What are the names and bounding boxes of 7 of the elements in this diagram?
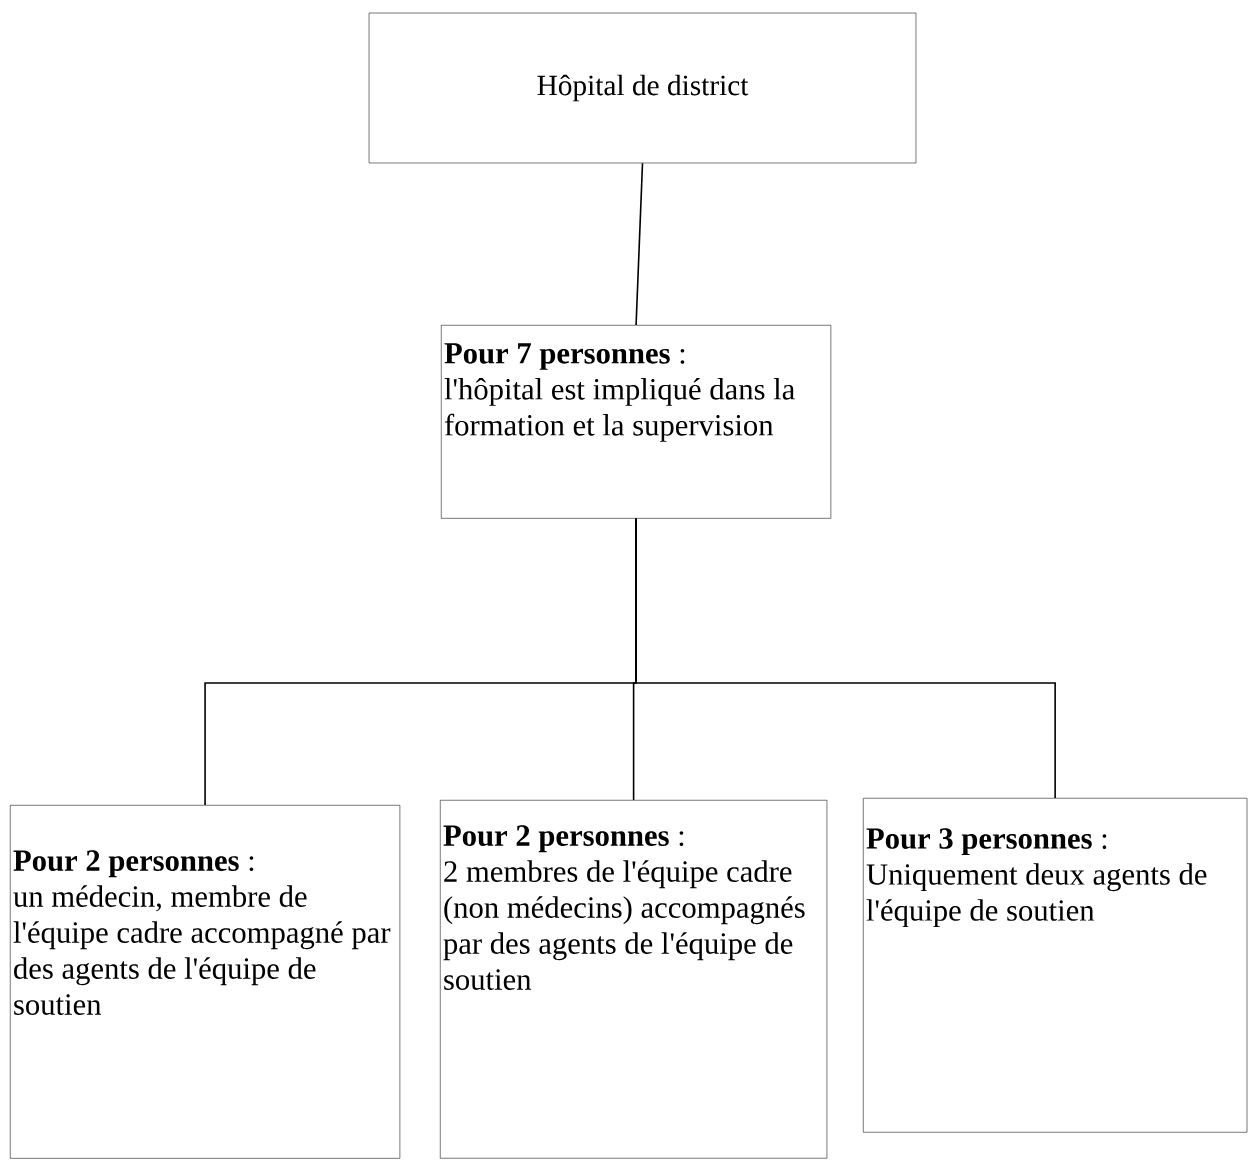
connector-line [635, 162, 644, 326]
text-box: Hôpital de district [368, 12, 917, 164]
text-box: Pour 3 personnes : Uniquement deux agents de l'équipe de soutien [863, 798, 1248, 1133]
text-box: Pour 2 personnes : 2 membres de l'équipe cadre (non médecins) accompagnés par des agents de l'équipe de soutien [440, 800, 828, 1159]
text-box: Pour 2 personnes : un médecin, membre de l'équipe cadre accompagné par des agents de l'équipe de soutien [10, 805, 401, 1159]
connector-line [635, 517, 1056, 799]
text-box: Pour 7 personnes : l'hôpital est impliqué dans la formation et la supervision [441, 325, 832, 519]
